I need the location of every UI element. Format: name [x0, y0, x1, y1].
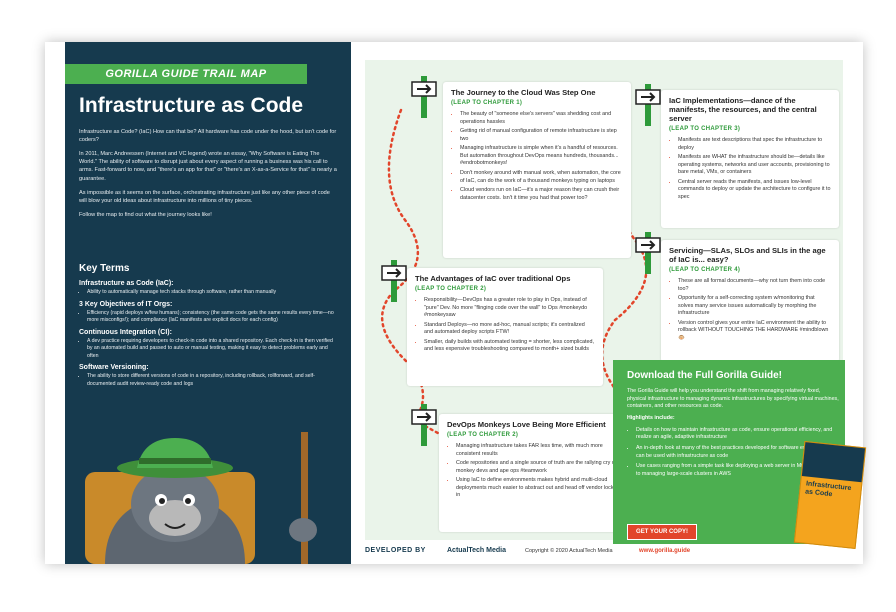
chapter-card: Servicing—SLAs, SLOs and SLIs in the age…	[661, 240, 839, 362]
card-bullet: Don't monkey around with manual work, wh…	[460, 170, 623, 185]
right-panel: The Journey to the Cloud Was Step One (L…	[351, 42, 867, 564]
key-term-text: The ability to store different versions …	[87, 373, 339, 388]
card-bullet: Version control gives your entire IaC en…	[678, 320, 831, 343]
signpost-icon	[411, 76, 437, 118]
chapter-card: The Advantages of IaC over traditional O…	[407, 268, 603, 386]
card-bullet: Managing infrastructure takes FAR less t…	[456, 443, 617, 458]
intro-paragraph: Infrastructure as Code? (IaC) How can th…	[79, 129, 337, 144]
intro-paragraph: As impossible as it seems on the surface…	[79, 189, 330, 204]
highlight-item: Details on how to maintain infrastructur…	[636, 427, 839, 442]
company-logo-text: ActualTech Media	[447, 547, 506, 554]
card-bullet: Code repositories and a single source of…	[456, 460, 617, 475]
gorilla-mascot-illustration	[85, 432, 317, 564]
card-bullet: The beauty of "someone else's servers" w…	[460, 111, 623, 126]
page-title: Infrastructure as Code	[79, 94, 304, 117]
card-bullet: Central server reads the manifests, and …	[678, 179, 831, 202]
key-term: Infrastructure as Code (IaC): Ability to…	[79, 280, 339, 297]
highlight-item: Use cases ranging from a simple task lik…	[636, 463, 839, 478]
key-terms-list: Infrastructure as Code (IaC): Ability to…	[79, 280, 339, 392]
download-description: The Gorilla Guide will help you understa…	[627, 388, 839, 410]
trail-map-banner: GORILLA GUIDE TRAIL MAP	[65, 64, 307, 84]
chapter-card: DevOps Monkeys Love Being More Efficient…	[439, 414, 625, 532]
intro-paragraph: In 2011, Marc Andreessen (Internet and V…	[79, 151, 337, 182]
key-term: Continuous Integration (CI): A dev pract…	[79, 329, 339, 361]
card-bullet: Cloud vendors run on IaC—it's a major re…	[460, 187, 623, 202]
left-panel: GORILLA GUIDE TRAIL MAP Infrastructure a…	[65, 42, 351, 564]
key-terms-heading: Key Terms	[79, 263, 130, 274]
leap-link[interactable]: (LEAP TO CHAPTER 2)	[415, 286, 487, 292]
card-bullet: Smaller, daily builds with automated tes…	[424, 339, 595, 354]
signpost-icon	[411, 404, 437, 446]
leap-link[interactable]: (LEAP TO CHAPTER 3)	[669, 126, 741, 132]
key-term: 3 Key Objectives of IT Orgs: Efficiency …	[79, 301, 339, 325]
card-title: Servicing—SLAs, SLOs and SLIs in the age…	[669, 246, 826, 264]
trail-map-sheet: GORILLA GUIDE TRAIL MAP Infrastructure a…	[45, 42, 867, 564]
card-title: IaC Implementations—dance of the manifes…	[669, 96, 817, 123]
signpost-icon	[635, 232, 661, 274]
key-term-heading: Infrastructure as Code (IaC):	[79, 280, 174, 287]
website-link[interactable]: www.gorilla.guide	[639, 548, 691, 554]
key-term-text: A dev practice requiring developers to c…	[87, 338, 339, 361]
book-cover-top	[801, 442, 866, 483]
download-body: The Gorilla Guide will help you understa…	[627, 388, 839, 482]
card-title: DevOps Monkeys Love Being More Efficient	[447, 420, 606, 429]
intro-paragraph: Follow the map to find out what the jour…	[79, 211, 212, 218]
copyright-text: Copyright © 2020 ActualTech Media	[525, 548, 613, 554]
card-bullet: Standard Deploys—no more ad-hoc, manual …	[424, 322, 595, 337]
leap-link[interactable]: (LEAP TO CHAPTER 1)	[451, 100, 523, 106]
card-title: The Advantages of IaC over traditional O…	[415, 274, 571, 283]
key-term: Software Versioning: The ability to stor…	[79, 364, 339, 388]
highlights-label: Highlights include:	[627, 415, 675, 422]
key-term-text: Efficiency (rapid deploys w/few humans);…	[87, 310, 339, 325]
card-title: The Journey to the Cloud Was Step One	[451, 88, 596, 97]
key-term-text: Ability to automatically manage tech sta…	[87, 289, 339, 297]
book-title: Infrastructure as Code	[804, 480, 852, 499]
card-bullet: Using IaC to define environments makes h…	[456, 477, 617, 500]
leap-link[interactable]: (LEAP TO CHAPTER 2)	[447, 432, 519, 438]
footer: DEVELOPED BY ActualTech Media Copyright …	[351, 542, 863, 564]
chapter-card: IaC Implementations—dance of the manifes…	[661, 90, 839, 228]
book-cover-image: Infrastructure as Code	[793, 441, 867, 549]
get-copy-button[interactable]: GET YOUR COPY!	[627, 524, 697, 540]
key-term-heading: Software Versioning:	[79, 364, 149, 372]
signpost-icon	[381, 260, 407, 302]
leap-link[interactable]: (LEAP TO CHAPTER 4)	[669, 267, 741, 273]
card-bullet: Responsibility—DevOps has a greater role…	[424, 297, 595, 320]
developed-by-label: DEVELOPED BY	[365, 547, 426, 554]
card-bullet: These are all formal documents—why not t…	[678, 278, 831, 293]
signpost-icon	[635, 84, 661, 126]
key-term-heading: 3 Key Objectives of IT Orgs:	[79, 300, 173, 308]
key-term-heading: Continuous Integration (CI):	[79, 328, 172, 336]
card-bullet: Manifests are text descriptions that spe…	[678, 137, 831, 152]
download-title: Download the Full Gorilla Guide!	[627, 370, 782, 381]
card-bullet: Getting rid of manual configuration of r…	[460, 128, 623, 143]
card-bullet: Manifests are WHAT the infrastructure sh…	[678, 154, 831, 177]
chapter-card: The Journey to the Cloud Was Step One (L…	[443, 82, 631, 258]
card-bullet: Managing infrastructure is simple when i…	[460, 145, 623, 168]
card-bullet: Opportunity for a self-correcting system…	[678, 295, 831, 318]
highlight-item: An in-depth look at many of the best pra…	[636, 445, 839, 460]
intro-text: Infrastructure as Code? (IaC) How can th…	[79, 128, 337, 225]
